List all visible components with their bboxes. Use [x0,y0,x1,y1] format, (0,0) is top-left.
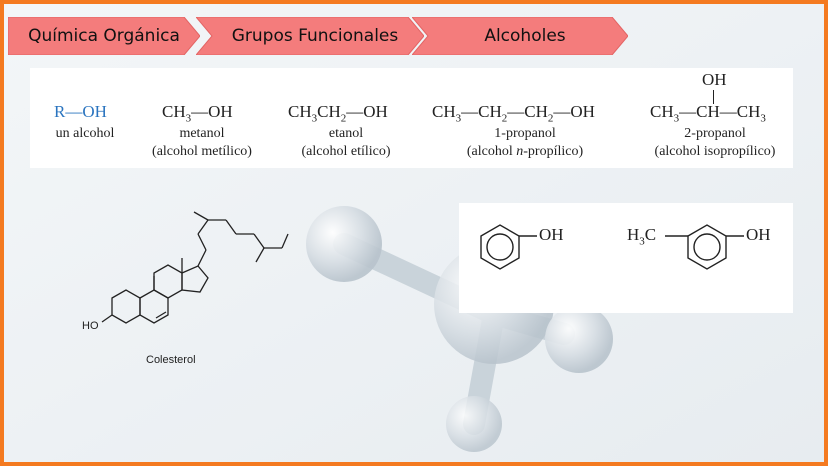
cholesterol-label: Colesterol [146,354,196,366]
phenol-structures-panel: OH H3C OH [459,203,793,313]
phenol-oh: OH [539,225,564,244]
formula-2-propanol-oh: OH [702,70,727,89]
formula-1-propanol: CH3—CH2—CH2—OH [432,102,595,125]
bond-line [713,90,714,104]
common-name-methanol: (alcohol metílico) [152,144,252,159]
formula-methanol: CH3—OH [162,102,233,125]
cresol-h3c: H3C [627,225,657,248]
breadcrumb: Química Orgánica Grupos Funcionales Alco… [8,17,628,55]
breadcrumb-item-grupos-funcionales[interactable]: Grupos Funcionales [196,17,424,55]
cresol-oh: OH [746,225,771,244]
formula-2-propanol: CH3—CH—CH3 [650,102,766,125]
cholesterol-skeleton-graphic [101,211,289,324]
name-methanol: metanol [179,126,225,141]
common-name-2-propanol: (alcohol isopropílico) [654,144,776,159]
cholesterol-ho: HO [82,320,99,332]
common-name-ethanol: (alcohol etílico) [301,144,391,159]
alcohol-formulas-panel: R—OH un alcohol CH3—OH metanol (alcohol … [30,68,793,168]
cholesterol-structure: HO Colesterol [74,194,314,384]
breadcrumb-item-alcoholes[interactable]: Alcoholes [412,17,628,55]
common-name-1-propanol: (alcohol n-propílico) [466,144,584,159]
formula-generic-alcohol: R—OH [54,102,107,121]
name-ethanol: etanol [328,126,364,141]
phenol-rings-graphic [480,224,744,270]
breadcrumb-item-quimica-organica[interactable]: Química Orgánica [8,17,200,55]
name-generic-alcohol: un alcohol [55,126,115,141]
name-2-propanol: 2-propanol [684,126,746,141]
formula-ethanol: CH3CH2—OH [288,102,388,125]
name-1-propanol: 1-propanol [494,126,556,141]
